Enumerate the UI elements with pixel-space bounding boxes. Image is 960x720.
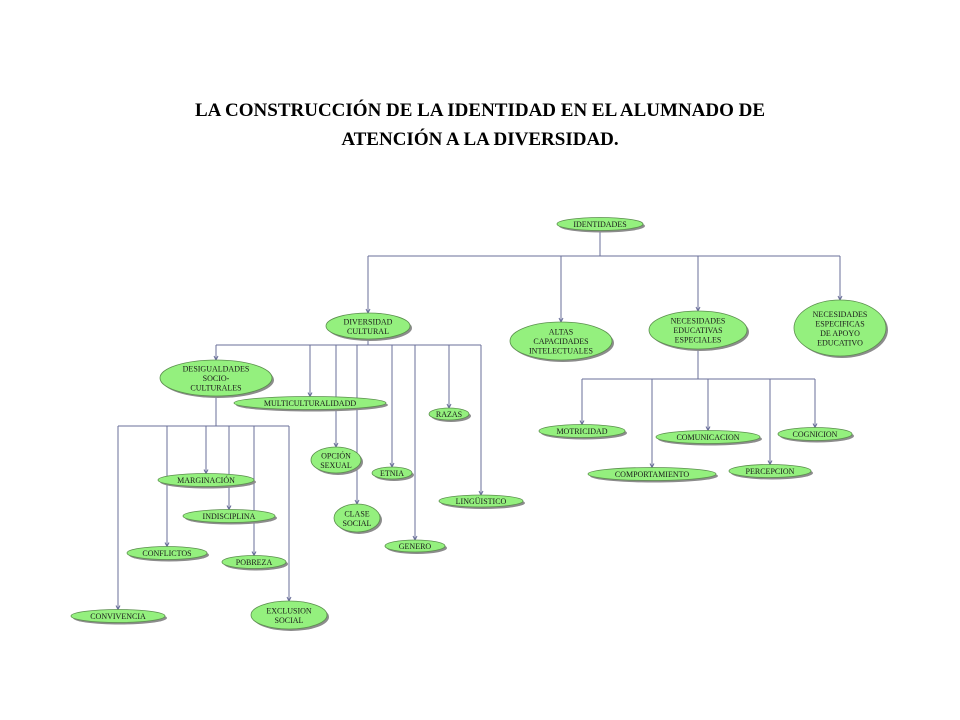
node-label: INDISCIPLINA	[203, 512, 256, 521]
node-label: MOTRICIDAD	[556, 427, 607, 436]
node-label: COMUNICACION	[676, 433, 739, 442]
node-label: POBREZA	[236, 558, 273, 567]
node-label: CAPACIDADES	[533, 337, 588, 346]
node-convivencia: CONVIVENCIA	[70, 609, 167, 625]
node-shape	[648, 310, 748, 350]
node-percepcion: PERCEPCION	[728, 464, 813, 480]
node-etnia: ETNIA	[371, 466, 414, 481]
node-label: ESPECIFICAS	[815, 319, 864, 328]
node-shape	[333, 503, 381, 533]
node-shape	[126, 546, 208, 560]
node-pobreza: POBREZA	[221, 555, 288, 571]
node-label: MARGINACIÓN	[177, 475, 235, 485]
node-shape	[250, 600, 328, 630]
node-shape	[428, 407, 470, 421]
node-label: NECESIDADES	[671, 317, 726, 326]
node-shape	[587, 467, 717, 481]
node-label: SOCIO-	[203, 374, 230, 383]
node-shape	[556, 217, 644, 231]
node-label: DESIGUALDADES	[183, 365, 250, 374]
node-shape	[438, 494, 524, 508]
title-line-2: ATENCIÓN A LA DIVERSIDAD.	[341, 129, 619, 150]
node-shape	[182, 509, 276, 523]
node-label: NECESIDADES	[813, 310, 868, 319]
node-label: IDENTIDADES	[573, 220, 626, 229]
node-indisciplina: INDISCIPLINA	[182, 509, 277, 525]
node-marginacion: MARGINACIÓN	[157, 473, 256, 489]
node-label: INTELECTUALES	[529, 347, 593, 356]
node-label: OPCIÓN	[321, 450, 351, 460]
title-line-1: LA CONSTRUCCIÓN DE LA IDENTIDAD EN EL AL…	[194, 100, 766, 121]
node-genero: GENERO	[384, 539, 447, 554]
node-comunicacion: COMUNICACION	[655, 430, 762, 446]
node-comportamiento: COMPORTAMIENTO	[587, 467, 718, 483]
node-label: DE APOYO	[820, 329, 860, 338]
node-cognicion: COGNICION	[777, 427, 854, 443]
node-shape	[384, 539, 446, 553]
node-label: ETNIA	[380, 469, 404, 478]
node-label: EXCLUSION	[266, 606, 312, 615]
node-shape	[159, 359, 273, 397]
node-label: EDUCATIVO	[817, 338, 863, 347]
node-shape	[793, 299, 887, 357]
page-title: LA CONSTRUCCIÓN DE LA IDENTIDAD EN EL AL…	[60, 96, 900, 154]
node-label: LINGÜISTICO	[456, 497, 507, 506]
node-shape	[509, 321, 613, 361]
node-shape	[655, 430, 761, 444]
node-shape	[310, 446, 362, 474]
node-label: GENERO	[399, 542, 432, 551]
node-identidades: IDENTIDADES	[556, 217, 645, 233]
node-label: DIVERSIDAD	[344, 317, 393, 326]
node-label: CULTURAL	[347, 327, 389, 336]
node-shape	[371, 466, 413, 480]
node-label: CONVIVENCIA	[90, 612, 146, 621]
node-label: EDUCATIVAS	[673, 326, 722, 335]
node-shape	[157, 473, 255, 487]
node-label: MULTICULTURALIDADD	[264, 399, 357, 408]
node-label: SOCIAL	[343, 519, 372, 528]
node-shape	[221, 555, 287, 569]
connectors	[115, 230, 843, 611]
node-label: ALTAS	[549, 328, 573, 337]
node-conflictos: CONFLICTOS	[126, 546, 209, 562]
node-label: CONFLICTOS	[142, 549, 191, 558]
node-label: CLASE	[344, 509, 369, 518]
node-shape	[538, 424, 626, 438]
node-label: CULTURALES	[190, 384, 241, 393]
node-shape	[325, 312, 411, 340]
node-label: SEXUAL	[320, 461, 352, 470]
node-label: ESPECIALES	[675, 336, 722, 345]
node-label: RAZAS	[436, 410, 462, 419]
node-shape	[728, 464, 812, 478]
node-shape	[233, 396, 387, 410]
node-multiculturalidad: MULTICULTURALIDADD	[233, 396, 388, 412]
node-linguistico: LINGÜISTICO	[438, 494, 525, 509]
node-label: PERCEPCION	[746, 467, 795, 476]
node-label: COMPORTAMIENTO	[615, 470, 690, 479]
node-shape	[777, 427, 853, 441]
node-label: SOCIAL	[275, 616, 304, 625]
node-motricidad: MOTRICIDAD	[538, 424, 627, 440]
node-razas: RAZAS	[428, 407, 471, 422]
node-label: COGNICION	[793, 430, 838, 439]
node-shape	[70, 609, 166, 623]
